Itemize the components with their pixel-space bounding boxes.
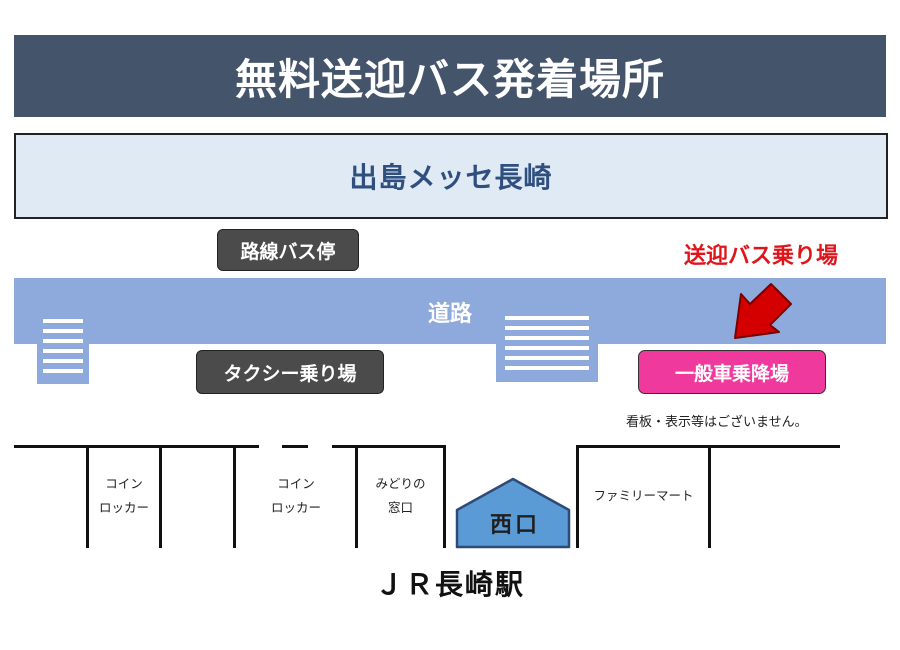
general-vehicle-area-label: 一般車乗降場 xyxy=(638,350,826,394)
title-banner: 無料送迎バス発着場所 xyxy=(14,35,886,117)
road-label: 道路 xyxy=(427,302,472,327)
west-exit-house-icon xyxy=(455,477,571,549)
page-title: 無料送迎バス発着場所 xyxy=(234,54,665,104)
shuttle-pickup-heading: 送迎バス乗り場 xyxy=(684,244,839,269)
midori-window-line2: 窓口 xyxy=(387,500,413,515)
crosswalk-left xyxy=(37,314,89,384)
notice-text: 看板・表示等はございません。 xyxy=(626,415,808,430)
west-exit-label: 西口 xyxy=(489,513,540,538)
midori-window: みどりの 窓口 xyxy=(358,472,443,520)
station-name: ＪＲ長崎駅 xyxy=(374,568,525,601)
coin-locker-center: コイン ロッカー xyxy=(260,472,332,520)
coin-locker-center-line2: ロッカー xyxy=(270,500,321,515)
coin-locker-left-line2: ロッカー xyxy=(98,500,149,515)
taxi-stand-label: タクシー乗り場 xyxy=(196,350,384,394)
coin-locker-left-line1: コイン xyxy=(105,476,143,491)
venue-building: 出島メッセ長崎 xyxy=(14,133,888,219)
coin-locker-left: コイン ロッカー xyxy=(89,472,159,520)
route-bus-stop-label: 路線バス停 xyxy=(217,229,359,271)
crosswalk-center xyxy=(496,308,598,382)
coin-locker-center-line1: コイン xyxy=(277,476,315,491)
familymart: ファミリーマート xyxy=(593,488,694,503)
pointer-arrow-icon xyxy=(734,283,792,339)
venue-name: 出島メッセ長崎 xyxy=(349,161,553,194)
midori-window-line1: みどりの xyxy=(375,476,426,491)
